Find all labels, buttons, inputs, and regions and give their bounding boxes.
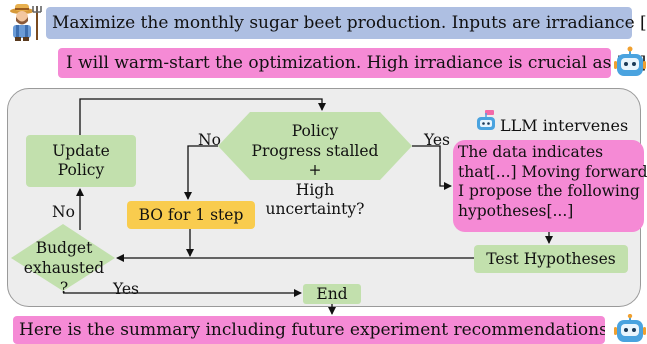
robot-icon bbox=[614, 314, 646, 342]
robot-icon bbox=[614, 46, 646, 76]
policy-line-1: Policy bbox=[291, 122, 339, 140]
user-message: Maximize the monthly sugar beet producti… bbox=[46, 7, 647, 39]
policy-line-2: Progress stalled + bbox=[251, 141, 379, 180]
budget-line-2: exhausted bbox=[23, 259, 105, 277]
bo-step-node: BO for 1 step bbox=[127, 201, 255, 229]
budget-decision-text: Budget exhausted ? bbox=[15, 238, 113, 298]
update-policy-line-1: Update bbox=[52, 142, 110, 160]
end-node: End bbox=[303, 284, 361, 304]
edge-label-yes-policy: Yes bbox=[424, 131, 451, 149]
llm-output-line-3: I propose the following bbox=[458, 182, 640, 200]
budget-decision-node bbox=[11, 224, 115, 291]
edge-label-no-budget: No bbox=[52, 203, 75, 221]
summary-text: Here is the summary including future exp… bbox=[19, 320, 605, 340]
llm-hypotheses-box: The data indicates that[...] Moving forw… bbox=[453, 140, 647, 232]
edge-label-no-policy: No bbox=[198, 131, 221, 149]
llm-output-line-1: The data indicates bbox=[458, 143, 604, 161]
budget-line-3: ? bbox=[59, 279, 69, 297]
budget-line-1: Budget bbox=[35, 239, 93, 257]
test-hypotheses-node: Test Hypotheses bbox=[474, 245, 628, 273]
llm-message: I will warm-start the optimization. High… bbox=[58, 48, 646, 78]
update-policy-node: Update Policy bbox=[26, 135, 136, 187]
robot-icon bbox=[477, 110, 495, 130]
policy-line-3: High uncertainty? bbox=[265, 180, 365, 219]
update-policy-line-2: Policy bbox=[57, 161, 105, 179]
edge-label-yes-budget: Yes bbox=[113, 280, 140, 298]
llm-output-line-4: hypotheses[...] bbox=[458, 201, 574, 220]
llm-output-line-2: that[...] Moving forward bbox=[458, 162, 647, 181]
policy-decision-text: Policy Progress stalled + High uncertain… bbox=[245, 122, 385, 220]
farmer-icon bbox=[10, 4, 42, 41]
llm-intervenes-label: LLM intervenes bbox=[500, 116, 629, 135]
summary-message: Here is the summary including future exp… bbox=[13, 316, 605, 344]
policy-decision-node bbox=[218, 112, 412, 180]
